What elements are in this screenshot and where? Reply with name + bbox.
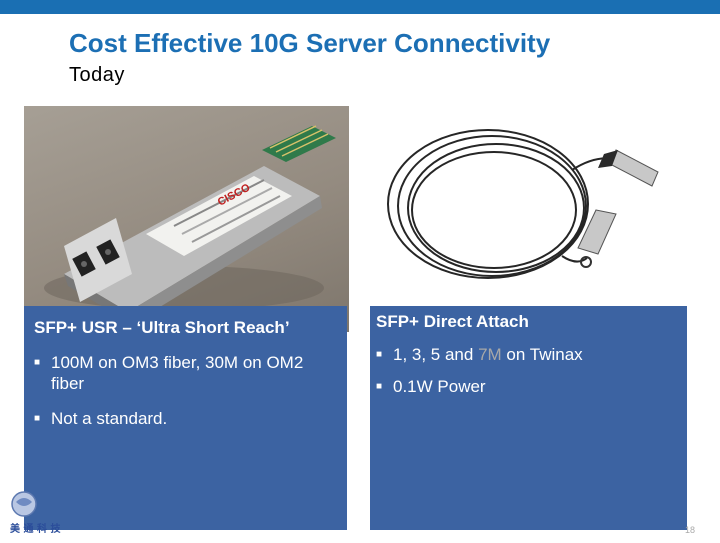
bullet-marker-icon: ■: [376, 381, 383, 392]
bullet-text: Not a standard.: [51, 409, 168, 428]
logo-text: 美 通 科 技: [10, 522, 61, 535]
direct-attach-panel: SFP+ Direct Attach ■ 1, 3, 5 and 7M on T…: [370, 306, 687, 530]
highlighted-length: 7M: [478, 345, 502, 364]
bullet-text-part: on Twinax: [501, 345, 583, 364]
sfp-usr-heading: SFP+ USR – ‘Ultra Short Reach’: [34, 318, 290, 337]
bullet-text: 100M on OM3 fiber, 30M on OM2 fiber: [51, 353, 304, 393]
bullet-marker-icon: ■: [34, 413, 41, 424]
direct-attach-bullet-2: ■ 0.1W Power: [376, 376, 676, 397]
sfp-usr-bullet-1: ■ 100M on OM3 fiber, 30M on OM2 fiber: [34, 352, 324, 394]
sfp-usr-panel: SFP+ USR – ‘Ultra Short Reach’ ■ 100M on…: [24, 306, 347, 530]
top-accent-bar: [0, 0, 720, 14]
bullet-text: 0.1W Power: [393, 377, 486, 396]
sfp-usr-transceiver-photo: CISCO: [24, 106, 349, 332]
bullet-marker-icon: ■: [376, 349, 383, 360]
twinax-direct-attach-cable-photo: [372, 106, 690, 306]
direct-attach-heading: SFP+ Direct Attach: [376, 312, 529, 331]
slide-title: Cost Effective 10G Server Connectivity: [69, 28, 551, 58]
slide-subtitle: Today: [69, 64, 125, 86]
company-logo: 美 通 科 技: [8, 488, 66, 538]
bullet-text: 1, 3, 5 and 7M on Twinax: [393, 344, 583, 365]
sfp-usr-bullet-2: ■ Not a standard.: [34, 408, 324, 429]
bullet-text-part: 1, 3, 5 and: [393, 345, 479, 364]
direct-attach-bullet-1: ■ 1, 3, 5 and 7M on Twinax: [376, 344, 676, 365]
page-number: 18: [685, 525, 696, 535]
bullet-marker-icon: ■: [34, 357, 41, 368]
